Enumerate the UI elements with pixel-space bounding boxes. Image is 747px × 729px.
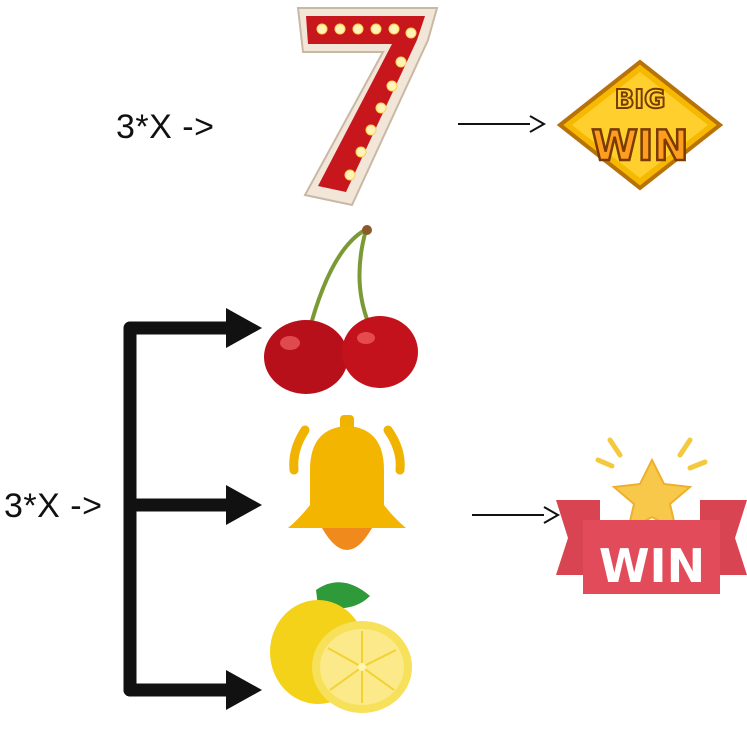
win-text: WIN xyxy=(599,539,705,593)
big-win-text-big: BIG xyxy=(615,85,666,115)
arrow-to-win xyxy=(472,506,561,524)
rule-label-big-win: 3*X -> xyxy=(116,108,215,146)
bell-icon xyxy=(288,415,406,550)
big-win-text-win: WIN xyxy=(591,121,688,170)
bracket-arrowheads xyxy=(226,308,262,710)
big-win-badge-icon: BIG WIN xyxy=(556,59,724,191)
cherry-icon xyxy=(264,225,418,394)
win-badge-icon: WIN xyxy=(556,437,747,594)
rule-label-win: 3*X -> xyxy=(4,487,103,525)
lemon-icon xyxy=(270,582,412,713)
bracket-arrows xyxy=(123,321,245,697)
seven-icon xyxy=(296,7,439,207)
arrow-to-big-win xyxy=(458,115,547,133)
